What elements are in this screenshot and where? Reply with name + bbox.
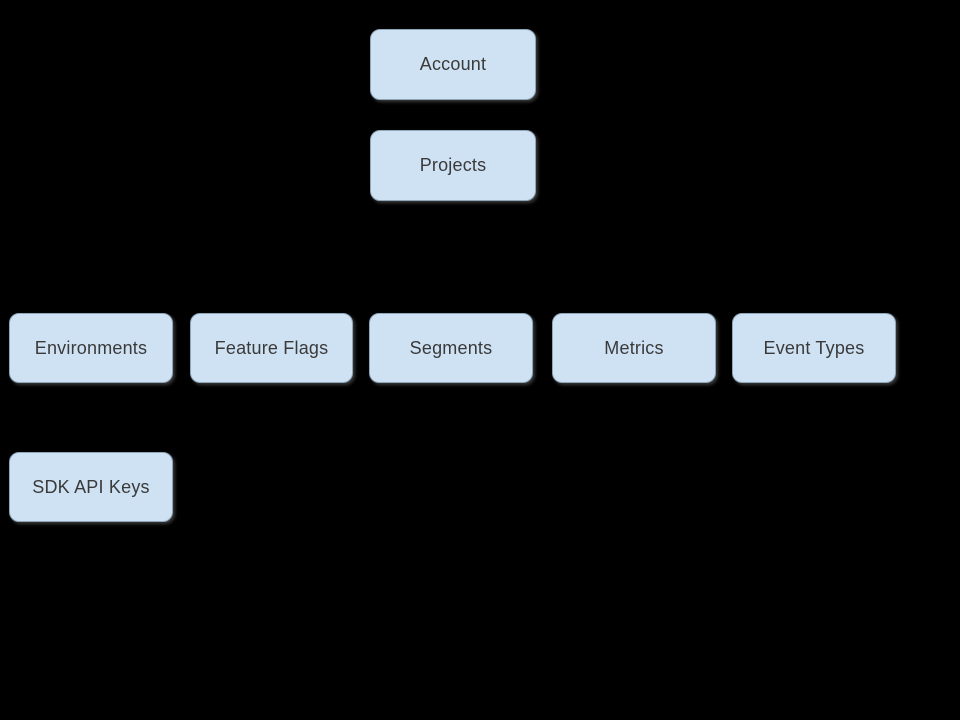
node-account-label: Account [419,54,487,74]
node-account: Account [370,29,536,100]
node-environments-label: Environments [34,337,148,358]
node-sdk-api-keys-label: SDK API Keys [32,476,150,497]
node-event-types-label: Event Types [763,337,865,358]
node-feature-flags: Feature Flags [190,313,353,383]
node-feature-flags-label: Feature Flags [214,337,329,358]
node-event-types: Event Types [732,313,896,383]
node-segments: Segments [369,313,533,383]
node-projects: Projects [370,130,536,201]
node-segments-label: Segments [409,337,493,358]
node-environments: Environments [9,313,173,383]
node-metrics-label: Metrics [604,337,664,358]
node-sdk-api-keys: SDK API Keys [9,452,173,522]
node-projects-label: Projects [419,155,487,175]
node-metrics: Metrics [552,313,716,383]
